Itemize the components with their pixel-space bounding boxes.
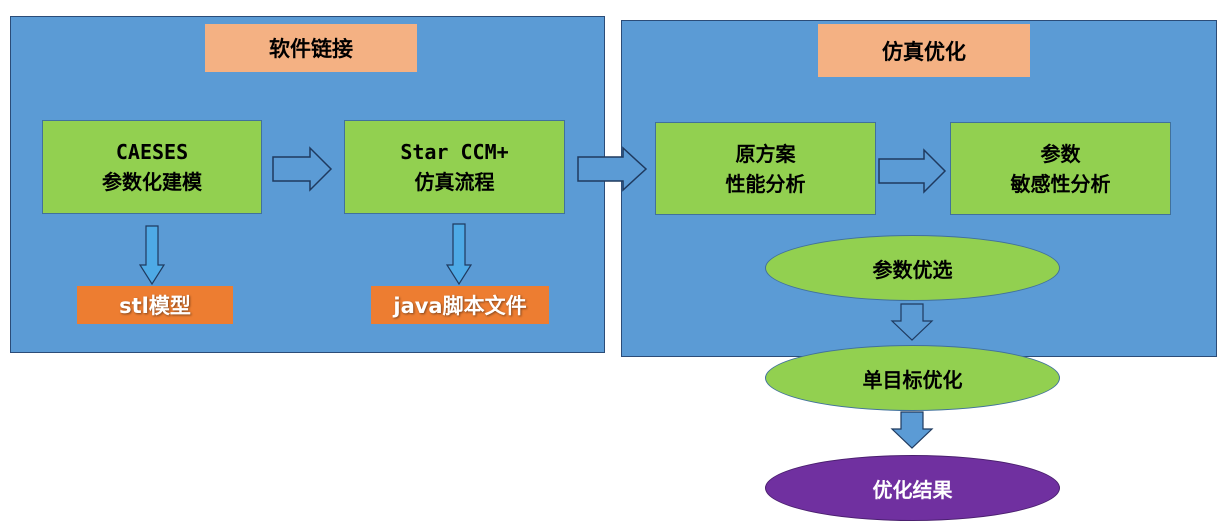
arrow-starccm-to-original [577,146,648,192]
arrow-param-select-to-single-objective [890,303,934,341]
simulation-optimization-header: 仿真优化 [818,24,1030,77]
starccm-box-line2: 仿真流程 [414,170,495,194]
software-link-header: 软件链接 [205,24,417,72]
caeses-box: CAESES 参数化建模 [42,120,262,214]
single-objective-ellipse: 单目标优化 [765,345,1060,411]
original-scheme-box: 原方案 性能分析 [655,122,876,215]
arrow-caeses-to-stl [138,225,166,286]
stl-output-box: stl模型 [77,286,233,324]
sensitivity-analysis-line2: 敏感性分析 [1010,171,1111,196]
java-output-box: java脚本文件 [371,286,549,324]
arrow-starccm-to-java [445,223,473,286]
param-select-ellipse: 参数优选 [765,235,1060,301]
caeses-box-line2: 参数化建模 [102,170,202,194]
arrow-caeses-to-starccm [272,146,333,192]
original-scheme-line1: 原方案 [735,141,796,166]
sensitivity-analysis-line1: 参数 [1040,141,1081,166]
sensitivity-analysis-box: 参数 敏感性分析 [950,122,1171,215]
arrow-original-to-sensitivity [878,148,947,194]
caeses-box-line1: CAESES [115,140,189,164]
arrow-single-objective-to-result [890,411,934,449]
starccm-box-line1: Star CCM+ [400,140,509,164]
original-scheme-line2: 性能分析 [725,171,806,196]
result-ellipse: 优化结果 [765,455,1060,521]
starccm-box: Star CCM+ 仿真流程 [344,120,565,214]
